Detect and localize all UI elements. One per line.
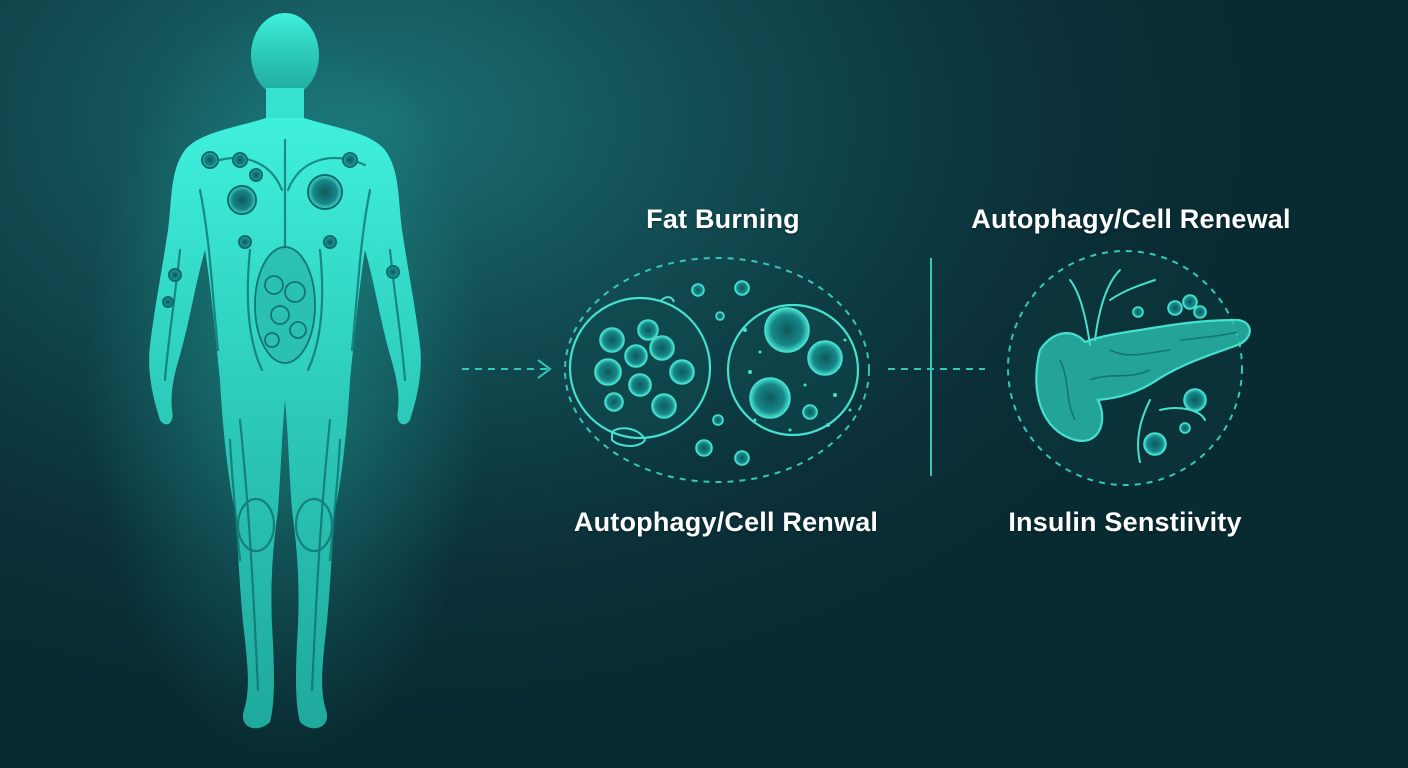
label-fat-burning: Fat Burning bbox=[646, 204, 800, 234]
arrow-connector bbox=[462, 359, 552, 379]
human-body-figure bbox=[85, 0, 485, 760]
label-autophagy-cell-renwal: Autophagy/Cell Renwal bbox=[573, 507, 879, 537]
pancreas-illustration bbox=[1007, 250, 1251, 486]
label-insulin-sensitivity: Insulin Senstiivity bbox=[1008, 507, 1242, 537]
fat-cells-illustration bbox=[564, 257, 870, 483]
label-autophagy-cell-renewal: Autophagy/Cell Renewal bbox=[971, 204, 1291, 234]
